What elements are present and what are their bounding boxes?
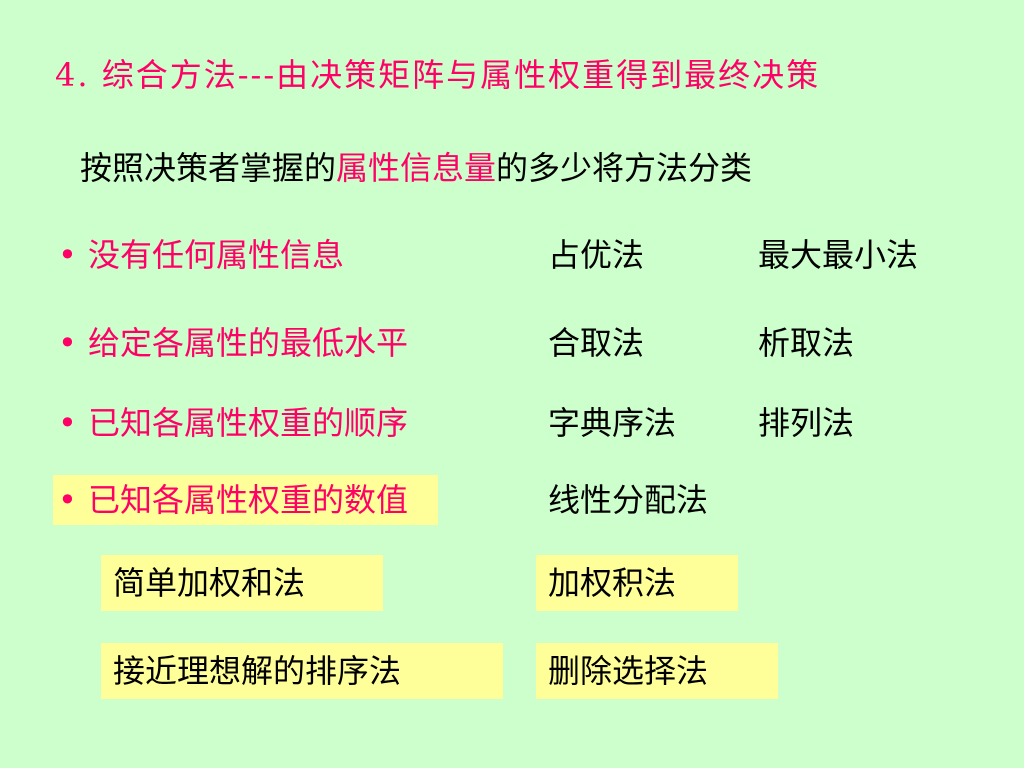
category-label: • 没有任何属性信息	[58, 230, 344, 280]
slide-subtitle: 按照决策者掌握的属性信息量的多少将方法分类	[80, 143, 752, 189]
category-label-text: 已知各属性权重的顺序	[88, 404, 409, 442]
bullet-icon: •	[58, 481, 77, 519]
method-name: 线性分配法	[548, 481, 709, 519]
sub-method-box: 加权积法	[536, 555, 738, 611]
bullet-icon: •	[58, 324, 77, 362]
sub-method-box: 删除选择法	[536, 643, 778, 699]
method-name: 字典序法	[548, 404, 677, 442]
method-name: 合取法	[548, 324, 645, 362]
category-label-text: 没有任何属性信息	[88, 236, 345, 274]
method-name: 排列法	[758, 404, 855, 442]
category-label: • 已知各属性权重的数值	[53, 475, 439, 525]
category-label-text: 已知各属性权重的数值	[88, 481, 409, 519]
category-row: • 给定各属性的最低水平 合取法 析取法	[0, 318, 1024, 368]
bullet-icon: •	[58, 404, 77, 442]
method-name: 占优法	[548, 236, 645, 274]
sub-method-box: 简单加权和法	[101, 555, 383, 611]
subtitle-highlight: 属性信息量	[336, 149, 497, 187]
category-row: • 没有任何属性信息 占优法 最大最小法	[0, 230, 1024, 280]
subtitle-text-after: 的多少将方法分类	[496, 149, 753, 187]
category-label: • 给定各属性的最低水平	[58, 318, 408, 368]
subtitle-text-before: 按照决策者掌握的	[80, 149, 337, 187]
category-row-highlighted: • 已知各属性权重的数值 线性分配法	[0, 475, 1024, 525]
slide-title: 4. 综合方法---由决策矩阵与属性权重得到最终决策	[55, 56, 821, 94]
category-row: • 已知各属性权重的顺序 字典序法 排列法	[0, 398, 1024, 448]
category-label-text: 给定各属性的最低水平	[88, 324, 409, 362]
method-name: 最大最小法	[758, 236, 919, 274]
sub-method-box: 接近理想解的排序法	[101, 643, 503, 699]
category-label: • 已知各属性权重的顺序	[58, 398, 408, 448]
bullet-icon: •	[58, 236, 77, 274]
method-name: 析取法	[758, 324, 855, 362]
